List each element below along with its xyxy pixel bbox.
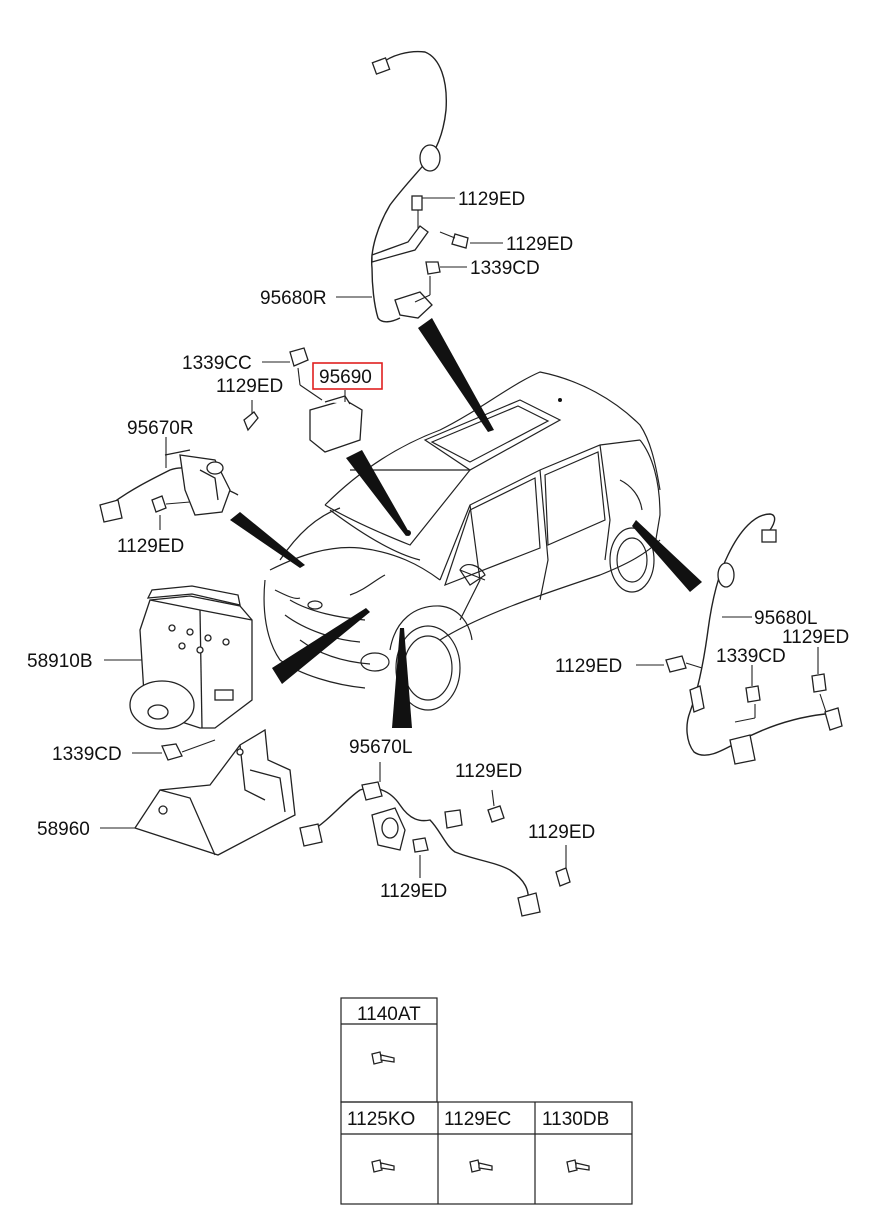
label-fr-bolt-bottom: 1129ED (117, 536, 184, 557)
hecu-nut (161, 743, 183, 761)
bolt-icon (371, 1051, 395, 1065)
table-header-3: 1130DB (542, 1109, 609, 1130)
label-r-nut: 1339CD (470, 258, 540, 279)
label-r-bolt-1: 1129ED (458, 189, 525, 210)
label-fl-bolt-bottom: 1129ED (380, 881, 447, 902)
pointer-front-left (392, 628, 412, 728)
bolt-icon (371, 1159, 395, 1173)
label-yaw-unit: 95690 (319, 367, 372, 388)
table-header-1: 1125KO (347, 1109, 415, 1130)
rear-left-wheel-sensor (665, 513, 843, 765)
label-r-sensor: 95680R (260, 288, 327, 309)
label-fl-bolt-top: 1129ED (455, 761, 522, 782)
pointer-hecu (272, 608, 370, 684)
label-l-bolt-right: 1129ED (782, 627, 849, 648)
table-header-top: 1140AT (357, 1004, 421, 1025)
label-r-bolt-2: 1129ED (506, 234, 573, 255)
yaw-rate-sensor (289, 347, 363, 453)
pointer-front-right (230, 512, 305, 568)
label-hecu-nut: 1339CD (52, 744, 122, 765)
label-fl-bolt-right: 1129ED (528, 822, 595, 843)
bolt-icon (566, 1159, 590, 1173)
label-yaw-nut: 1339CC (182, 353, 252, 374)
front-left-wheel-sensor (299, 781, 571, 917)
pointer-wedges (230, 318, 702, 728)
pointer-rear-left (632, 520, 702, 592)
highlight-box (312, 362, 383, 390)
label-fr-bolt-top: 1129ED (216, 376, 283, 397)
label-hecu: 58910B (27, 651, 93, 672)
bolt-icon (469, 1159, 493, 1173)
table-header-2: 1129EC (444, 1109, 511, 1130)
hecu-bracket (133, 728, 296, 856)
label-bracket: 58960 (37, 819, 90, 840)
label-fr-sensor: 95670R (127, 418, 194, 439)
pointer-yaw (346, 450, 410, 536)
rear-right-wheel-sensor (370, 50, 469, 323)
label-l-nut: 1339CD (716, 646, 786, 667)
pointer-rear-right (418, 318, 494, 432)
car-illustration (263, 371, 661, 711)
label-fl-sensor: 95670L (349, 737, 412, 758)
label-l-sensor: 95680L (754, 608, 817, 629)
front-right-wheel-sensor (99, 400, 259, 523)
label-l-bolt-left: 1129ED (555, 656, 622, 677)
fastener-table: 1140AT 1125KO 1129EC 1130DB (340, 997, 633, 1205)
abs-hecu (129, 585, 253, 730)
